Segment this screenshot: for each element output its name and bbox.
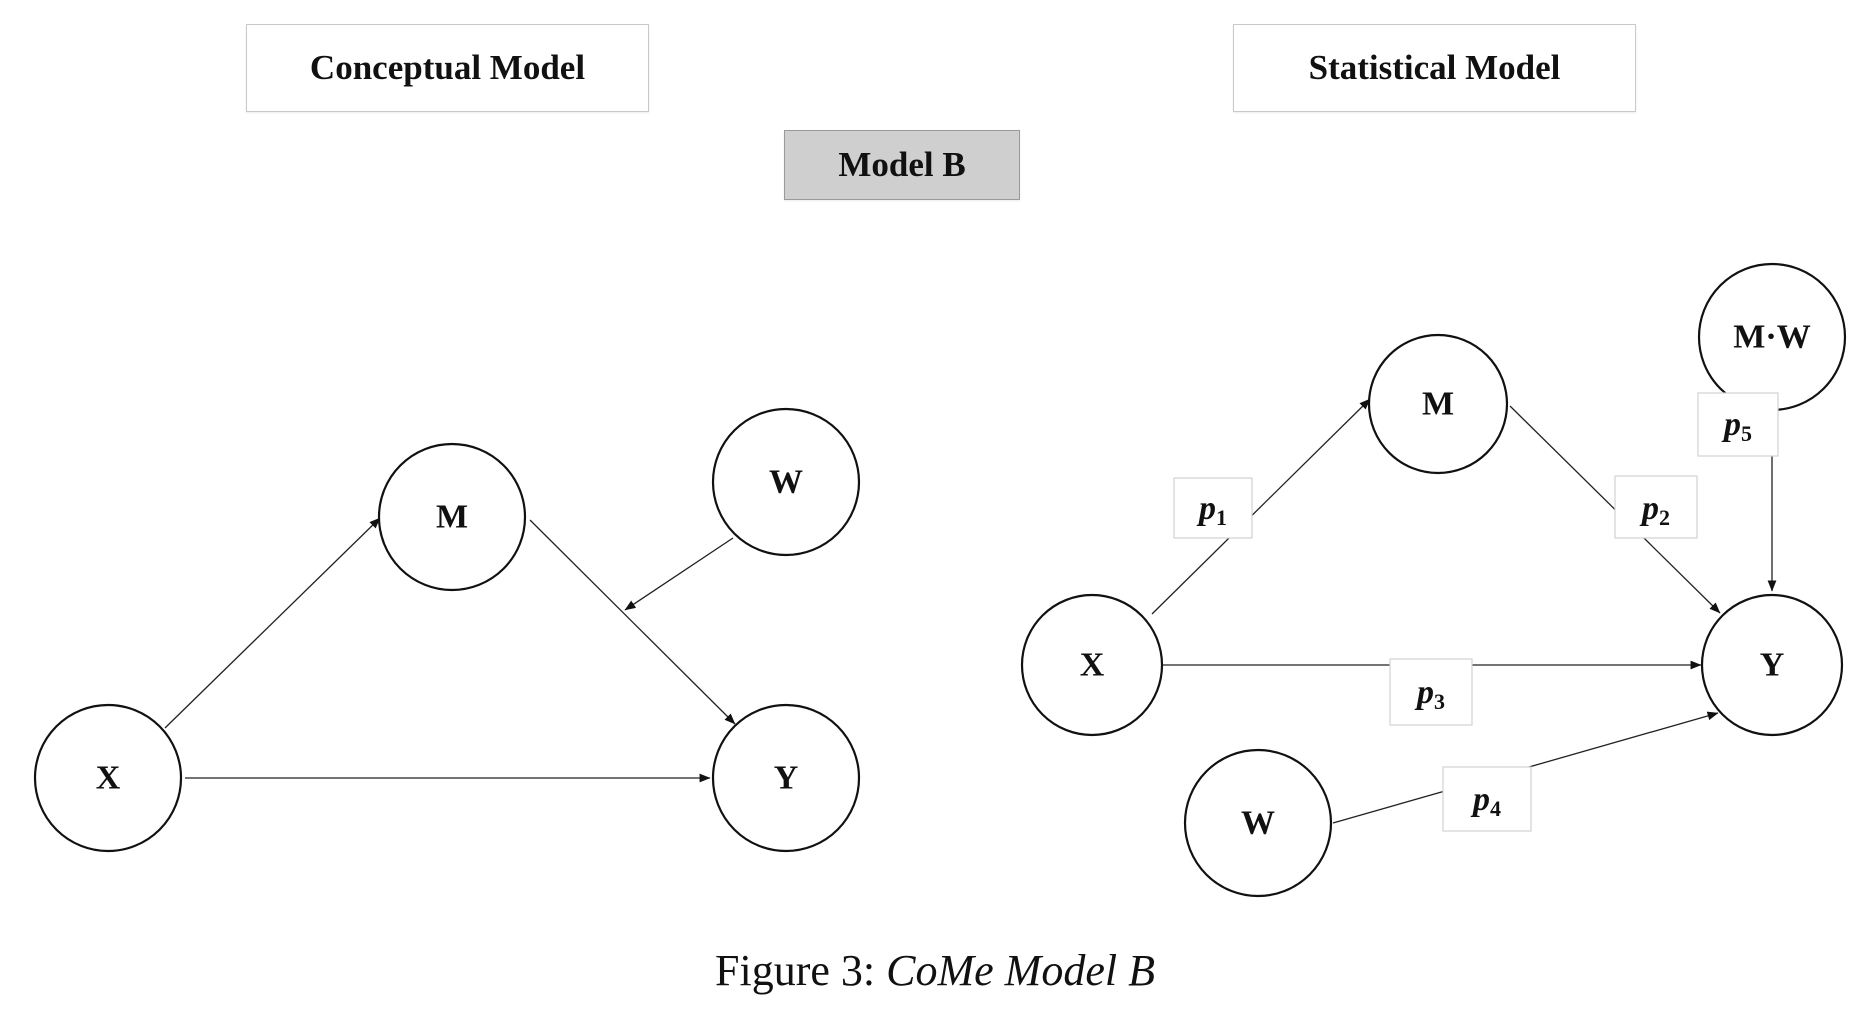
path-p3-subscript: 3	[1434, 689, 1445, 714]
path-p5-letter: p	[1721, 406, 1741, 443]
statistical-node-mw: M·W	[1697, 262, 1847, 412]
path-label-p3: p3	[1389, 658, 1473, 726]
path-label-p2: p2	[1614, 475, 1698, 539]
figure-caption-label: Figure 3:	[715, 946, 876, 995]
statistical-node-m-label: M	[1422, 386, 1454, 423]
conceptual-model-header: Conceptual Model	[246, 24, 649, 112]
path-p1-letter: p	[1196, 490, 1216, 527]
path-label-p4: p4	[1442, 766, 1532, 832]
statistical-node-w: W	[1183, 748, 1333, 898]
conceptual-node-w-label: W	[769, 464, 803, 501]
path-p1-subscript: 1	[1216, 505, 1227, 530]
conceptual-node-y: Y	[711, 703, 861, 853]
conceptual-node-m-label: M	[436, 499, 468, 536]
svg-text:p1: p1	[1196, 490, 1227, 530]
conceptual-edge-w-moderation	[624, 537, 734, 611]
statistical-node-mw-label: M·W	[1733, 319, 1810, 356]
path-p2-subscript: 2	[1659, 505, 1670, 530]
conceptual-node-w: W	[711, 407, 861, 557]
path-diagram: X M W Y X M M·W	[33, 262, 1847, 898]
conceptual-model-title: Conceptual Model	[309, 48, 586, 87]
conceptual-diagram: X M W Y	[33, 407, 861, 853]
statistical-node-x: X	[1020, 593, 1164, 737]
path-p2-letter: p	[1639, 490, 1659, 527]
path-p4-letter: p	[1470, 781, 1490, 818]
svg-text:p5: p5	[1721, 406, 1752, 446]
path-p4-subscript: 4	[1490, 796, 1501, 821]
conceptual-node-y-label: Y	[774, 760, 799, 797]
model-b-header: Model B	[784, 130, 1020, 200]
conceptual-node-m: M	[377, 442, 527, 592]
figure-caption: Figure 3: CoMe Model B	[0, 945, 1870, 996]
statistical-node-w-label: W	[1241, 805, 1275, 842]
conceptual-edge-x-m	[164, 517, 381, 729]
statistical-node-y: Y	[1700, 593, 1844, 737]
svg-text:p3: p3	[1414, 674, 1445, 714]
statistical-model-header: Statistical Model	[1233, 24, 1636, 112]
statistical-node-y-label: Y	[1760, 647, 1785, 684]
path-p5-subscript: 5	[1741, 421, 1752, 446]
statistical-edge-x-m	[1151, 398, 1371, 615]
conceptual-node-x: X	[33, 703, 183, 853]
statistical-model-title: Statistical Model	[1308, 48, 1561, 87]
path-p3-letter: p	[1414, 674, 1434, 711]
path-label-p5: p5	[1697, 392, 1779, 457]
model-b-title: Model B	[838, 145, 966, 184]
svg-text:p4: p4	[1470, 781, 1501, 821]
statistical-node-m: M	[1367, 333, 1509, 475]
statistical-diagram: X M M·W Y W p1 p2 p3	[1020, 262, 1847, 898]
svg-text:p2: p2	[1639, 490, 1670, 530]
conceptual-edge-m-y	[529, 519, 736, 725]
conceptual-node-x-label: X	[96, 760, 121, 797]
statistical-node-x-label: X	[1080, 647, 1105, 684]
figure-caption-title: CoMe Model B	[886, 946, 1155, 995]
path-label-p1: p1	[1173, 477, 1253, 539]
